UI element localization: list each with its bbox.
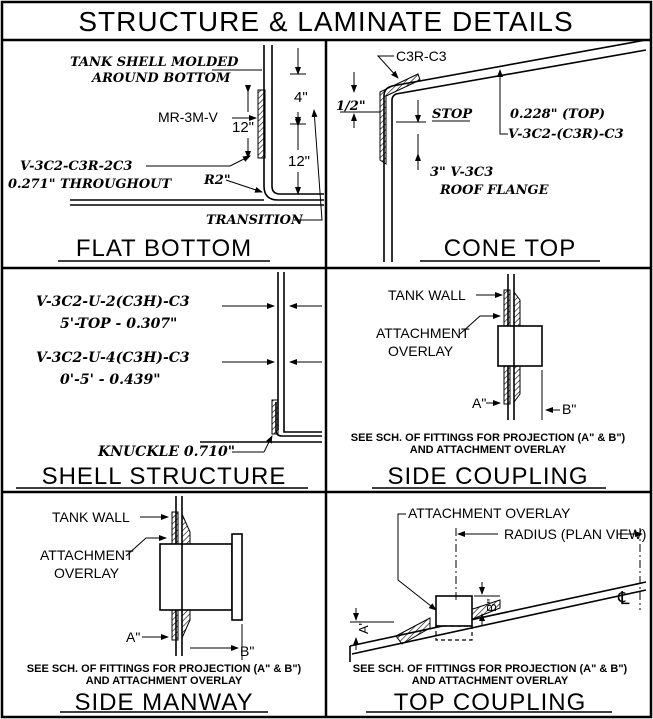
cone-top-title: CONE TOP [444, 235, 576, 262]
shell-structure-code-upper: V-3C2-U-2(C3H)-C3 [36, 294, 190, 310]
top-coupling-note-1: SEE SCH. OF FITTINGS FOR PROJECTION (A" … [353, 663, 628, 675]
flat-bottom-dim-12-upper: 12" [232, 119, 254, 136]
flat-bottom-dim-12-lower: 12" [288, 153, 310, 170]
side-coupling-dim-b: B" [562, 401, 576, 417]
cone-top-stop: STOP [432, 107, 473, 122]
top-coupling-dim-a: A" [356, 620, 371, 634]
flat-bottom-shell [70, 45, 324, 206]
side-coupling-overlay-1: ATTACHMENT [376, 325, 470, 341]
flat-bottom-panel: TANK SHELL MOLDED AROUND BOTTOM MR-3M-V … [8, 45, 324, 262]
cone-top-dim-half: 1/2" [336, 99, 366, 114]
shell-structure-knuckle: KNUCKLE 0.710" [97, 444, 235, 460]
top-coupling-dim-b: B" [484, 598, 499, 612]
flat-bottom-transition: TRANSITION [206, 213, 304, 228]
top-coupling-centerline: ℄ [617, 588, 630, 608]
side-manway-panel: TANK WALL ATTACHMENT OVERLAY A" B" SEE S… [27, 496, 302, 716]
side-manway-note-2: AND ATTACHMENT OVERLAY [86, 675, 243, 687]
cone-top-flange-1: 3" V-3C3 [430, 165, 493, 180]
top-coupling-body [435, 595, 473, 627]
flat-bottom-title: FLAT BOTTOM [76, 235, 252, 262]
side-manway-tank-wall: TANK WALL [52, 509, 130, 525]
flat-bottom-note-tank-2: AROUND BOTTOM [90, 71, 231, 86]
top-coupling-overlay-hatch [395, 617, 431, 645]
top-coupling-overlay: ATTACHMENT OVERLAY [408, 505, 571, 521]
flat-bottom-radius: R2" [203, 173, 231, 188]
top-coupling-body-hidden [435, 625, 473, 641]
shell-structure-knuckle-hatch [271, 399, 279, 435]
side-coupling-body [497, 325, 543, 367]
side-manway-flange [231, 533, 243, 621]
shell-structure-range-lower: 0'-5' - 0.439" [60, 372, 161, 388]
flat-bottom-thickness: 0.271" THROUGHOUT [8, 177, 172, 192]
shell-structure-range-upper: 5'-TOP - 0.307" [60, 316, 177, 332]
cone-top-overlay-code: C3R-C3 [396, 48, 447, 64]
cone-top-thickness: 0.228" (TOP) [510, 107, 605, 122]
flat-bottom-overlay-hatch [257, 89, 266, 159]
side-coupling-note-1: SEE SCH. OF FITTINGS FOR PROJECTION (A" … [351, 432, 626, 444]
top-coupling-note-2: AND ATTACHMENT OVERLAY [412, 675, 569, 687]
flat-bottom-laminate-code: V-3C2-C3R-2C3 [20, 159, 132, 174]
shell-structure-panel: V-3C2-U-2(C3H)-C3 5'-TOP - 0.307" V-3C2-… [16, 272, 322, 490]
cone-top-shell [383, 39, 647, 262]
top-coupling-roof [349, 581, 647, 662]
shell-structure-title: SHELL STRUCTURE [42, 463, 287, 490]
side-coupling-note-2: AND ATTACHMENT OVERLAY [410, 444, 567, 456]
shell-structure-code-lower: V-3C2-U-4(C3H)-C3 [36, 350, 190, 366]
shell-structure-wall [200, 272, 322, 443]
cone-top-overlay-hatch [379, 73, 421, 165]
sheet-title: STRUCTURE & LAMINATE DETAILS [78, 6, 573, 37]
cone-top-panel: C3R-C3 1/2" STOP 0.228" (TOP) V-3C2-(C3R… [336, 39, 647, 262]
flat-bottom-dim-4: 4" [294, 89, 308, 106]
flat-bottom-note-tank-1: TANK SHELL MOLDED [70, 55, 239, 70]
flat-bottom-overlay-code: MR-3M-V [158, 109, 219, 125]
side-manway-nozzle [159, 543, 233, 611]
side-manway-dim-b: B" [240, 643, 254, 659]
side-manway-overlay-2: OVERLAY [54, 565, 120, 581]
side-coupling-tank-wall: TANK WALL [388, 287, 466, 303]
side-coupling-title: SIDE COUPLING [387, 463, 588, 490]
top-coupling-radius: RADIUS (PLAN VIEW) [504, 526, 646, 542]
side-coupling-dim-a: A" [472, 395, 486, 411]
side-manway-overlay-1: ATTACHMENT [40, 547, 134, 563]
top-coupling-panel: ATTACHMENT OVERLAY RADIUS (PLAN VIEW) ℄ … [349, 505, 647, 716]
cone-top-flange-2: ROOF FLANGE [439, 183, 550, 198]
side-manway-dim-a: A" [126, 629, 140, 645]
side-manway-note-1: SEE SCH. OF FITTINGS FOR PROJECTION (A" … [27, 663, 302, 675]
side-coupling-panel: TANK WALL ATTACHMENT OVERLAY A" B" SEE S… [351, 274, 626, 490]
side-coupling-overlay-2: OVERLAY [388, 343, 454, 359]
cone-top-laminate-code: V-3C2-(C3R)-C3 [508, 127, 624, 142]
